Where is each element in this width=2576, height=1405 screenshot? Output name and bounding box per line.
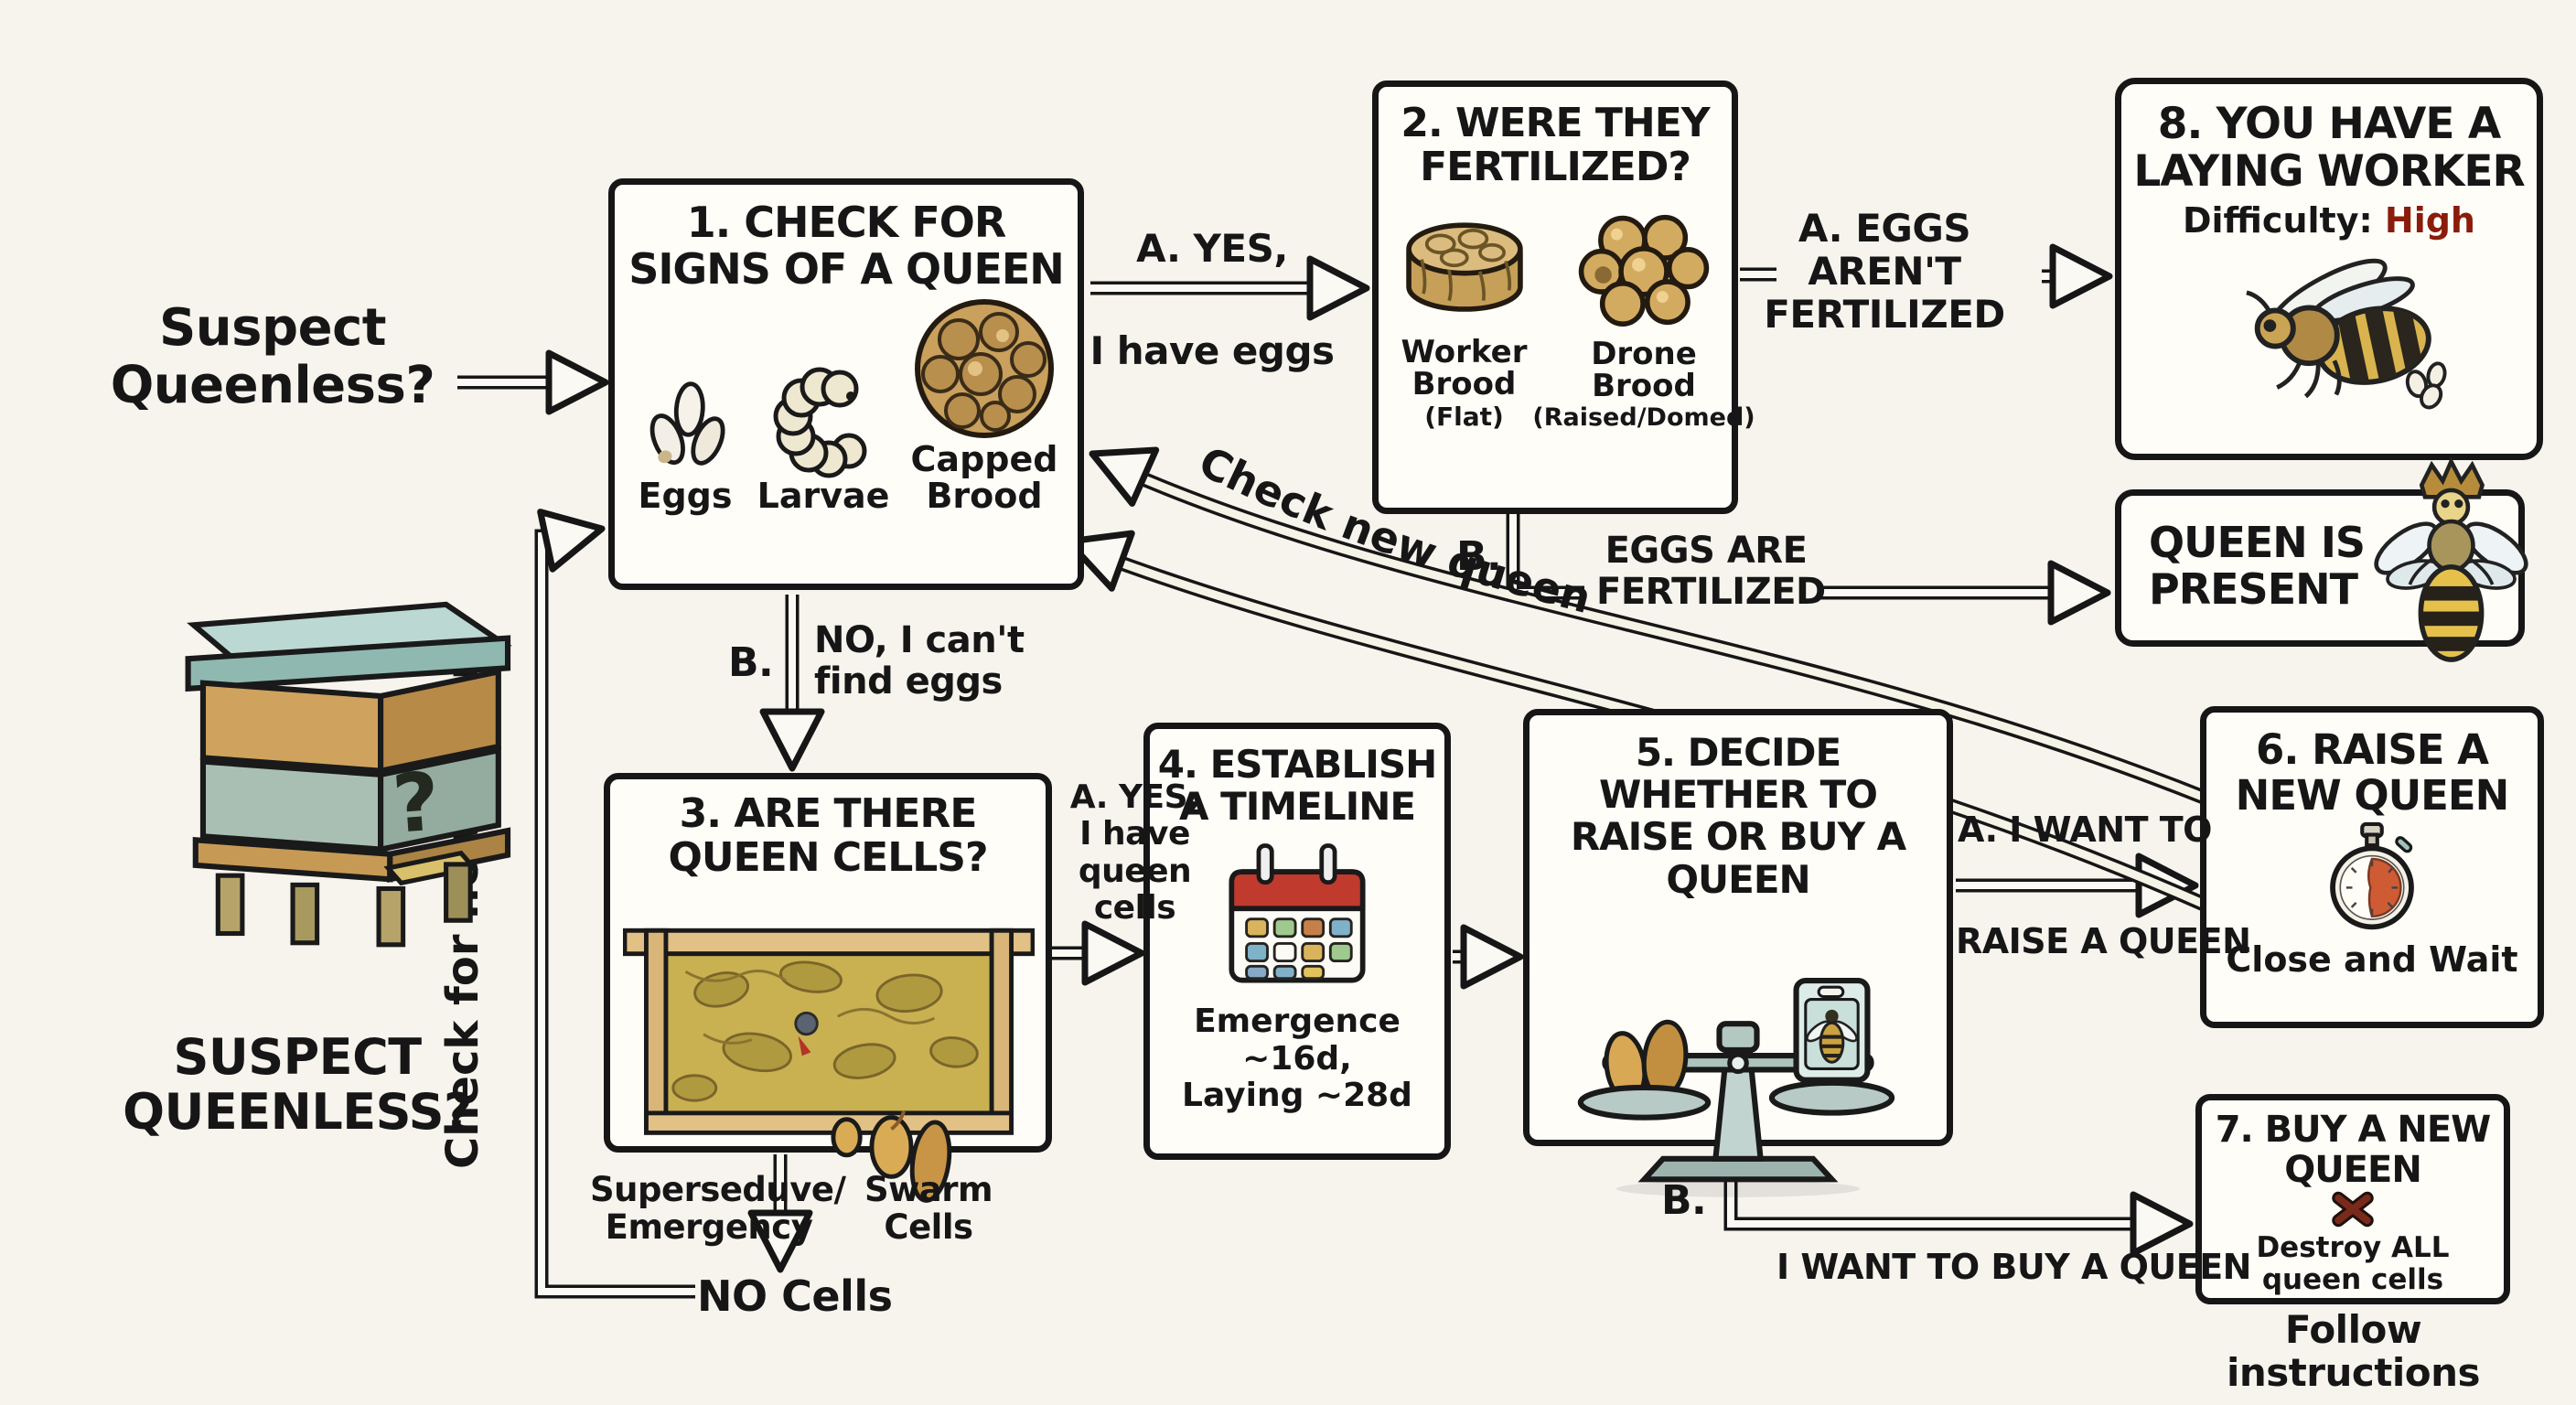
edge-eggs-are-fertilized-label: EGGS ARE FERTILIZED: [1596, 530, 1826, 613]
box-4-title: 4. ESTABLISH A TIMELINE: [1157, 742, 1437, 830]
box-4-caption: Emergence ~16d, Laying ~28d: [1182, 1003, 1412, 1114]
box-3-title: 3. ARE THERE QUEEN CELLS?: [668, 790, 988, 882]
difficulty-value: High: [2384, 200, 2475, 241]
swarm-cells-label: Swarm Cells: [864, 1170, 993, 1248]
edge-b-bottom-label: B.: [1661, 1177, 1707, 1224]
suspect-queenless-top-label: Suspect Queenless?: [110, 298, 435, 415]
box-1-title: 1. CHECK FOR SIGNS OF A QUEEN: [628, 198, 1065, 294]
follow-instructions-label: Follow instructions: [2226, 1307, 2481, 1396]
calendar-icon: [1229, 843, 1366, 983]
box-7-title: 7. BUY A NEW QUEEN: [2215, 1109, 2492, 1191]
capped-brood-icon: [915, 299, 1054, 439]
edge-a-eggs-arent-label: A. EGGS AREN'T FERTILIZED: [1764, 206, 2005, 338]
box-7-buy-new-queen: 7. BUY A NEW QUEEN Destroy ALL queen cel…: [2195, 1094, 2510, 1304]
box-1-item-label: Eggs: [638, 476, 733, 517]
box-8-title: 8. YOU HAVE A LAYING WORKER: [2133, 99, 2525, 197]
box-2-were-fertilized: 2. WERE THEY FERTILIZED? Worker Brood (F…: [1372, 80, 1755, 514]
box-2-item-label: Worker Brood: [1401, 333, 1528, 403]
box-1-check-signs: 1. CHECK FOR SIGNS OF A QUEEN Eggs: [608, 178, 1084, 590]
box-1-item-label: Larvae: [757, 476, 890, 517]
box-6-raise-new-queen: 6. RAISE A NEW QUEEN Close and Wait: [2200, 706, 2544, 1028]
larva-icon: [773, 367, 867, 478]
eggs-icon: [649, 381, 725, 466]
box-5-title: 5. DECIDE WHETHER TO RAISE OR BUY A QUEE…: [1570, 730, 1906, 902]
edge-a-yes-label: A. YES,: [1136, 226, 1288, 271]
box-2-item-sub: (Raised/Domed): [1532, 403, 1755, 433]
balance-scale-icon: [1577, 977, 1895, 1197]
drone-brood-icon: [1578, 214, 1710, 327]
box-4-timeline: 4. ESTABLISH A TIMELINE Emergence ~16d, …: [1143, 723, 1451, 1160]
edge-raise-a-queen-label: RAISE A QUEEN: [1956, 921, 2251, 961]
edge-a-yes-queen-cells-label: A. YES, I have queen cells: [1069, 778, 1200, 927]
no-cells-label: NO Cells: [697, 1271, 893, 1321]
edge-b-mid-label: B.: [728, 639, 774, 686]
edge-i-want-to-buy-label: I WANT TO BUY A QUEEN: [1776, 1247, 2251, 1287]
box-2-item-sub: (Flat): [1424, 402, 1504, 433]
edge-no-cant-find-label: NO, I can't find eggs: [814, 619, 1025, 702]
box-queen-present: QUEEN IS PRESENT: [2115, 457, 2528, 662]
supersedure-emergency-label: Superseduve/ Emergency: [590, 1170, 846, 1248]
box-6-title: 6. RAISE A NEW QUEEN: [2235, 725, 2510, 820]
box-2-title: 2. WERE THEY FERTILIZED?: [1401, 100, 1710, 191]
difficulty-label: Difficulty:: [2182, 200, 2373, 241]
box-8-difficulty: Difficulty: High: [2121, 200, 2537, 241]
queen-cells-frame-icon: [623, 928, 1035, 1203]
box-8-laying-worker: 8. YOU HAVE A LAYING WORKER Difficulty: …: [2115, 78, 2543, 460]
box-2-item-label: Drone Brood: [1591, 335, 1697, 405]
hive-question-mark: ?: [390, 755, 443, 852]
suspect-queenless-bottom-label: SUSPECT QUEENLESS?: [123, 1028, 472, 1142]
beehive-icon: ?: [185, 601, 512, 948]
queen-bee-icon: [2374, 457, 2528, 662]
worker-brood-icon: [1405, 222, 1523, 312]
box-7-caption: Destroy ALL queen cells: [2256, 1231, 2450, 1296]
x-mark-icon: [2332, 1191, 2374, 1228]
queen-present-title: QUEEN IS PRESENT: [2149, 518, 2366, 614]
laying-worker-bee-icon: [2246, 259, 2447, 410]
box-1-item-label: Capped Brood: [910, 439, 1058, 517]
box-3-queen-cells: 3. ARE THERE QUEEN CELLS?: [604, 773, 1052, 1203]
edge-a-i-want-to-label: A. I WANT TO: [1958, 810, 2212, 850]
stopwatch-icon: [2330, 821, 2414, 930]
box-6-caption: Close and Wait: [2226, 939, 2518, 980]
edge-i-have-eggs-label: I have eggs: [1089, 328, 1335, 373]
box-5-raise-or-buy: 5. DECIDE WHETHER TO RAISE OR BUY A QUEE…: [1523, 709, 1953, 1197]
edge-b-top-label: B.: [1456, 533, 1502, 580]
